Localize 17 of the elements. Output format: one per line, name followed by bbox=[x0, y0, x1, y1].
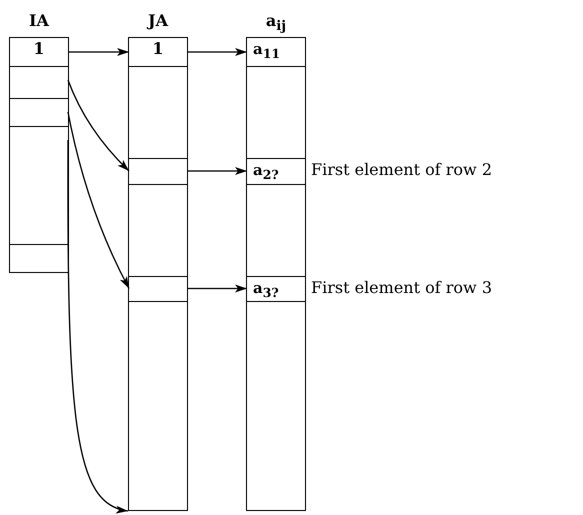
annotation-text: First element of row 3 bbox=[311, 277, 492, 299]
cell-value: a$_{11}$ bbox=[252, 39, 282, 63]
arrow bbox=[67, 140, 128, 512]
array-heading: a$_{ij}$ bbox=[264, 10, 288, 36]
cell-value: 1 bbox=[32, 39, 46, 59]
arrow bbox=[187, 167, 247, 175]
array-heading: JA bbox=[146, 10, 170, 32]
arrow bbox=[187, 48, 247, 56]
arrow bbox=[67, 80, 130, 172]
arrow bbox=[67, 112, 130, 289]
array-heading: IA bbox=[28, 10, 50, 32]
cell-value: a$_{2?}$ bbox=[252, 160, 280, 184]
arrow bbox=[187, 284, 247, 292]
annotation-text: First element of row 2 bbox=[311, 159, 492, 181]
arrow bbox=[68, 48, 129, 56]
cell-value: a$_{3?}$ bbox=[252, 278, 280, 302]
cell-value: 1 bbox=[151, 39, 165, 59]
